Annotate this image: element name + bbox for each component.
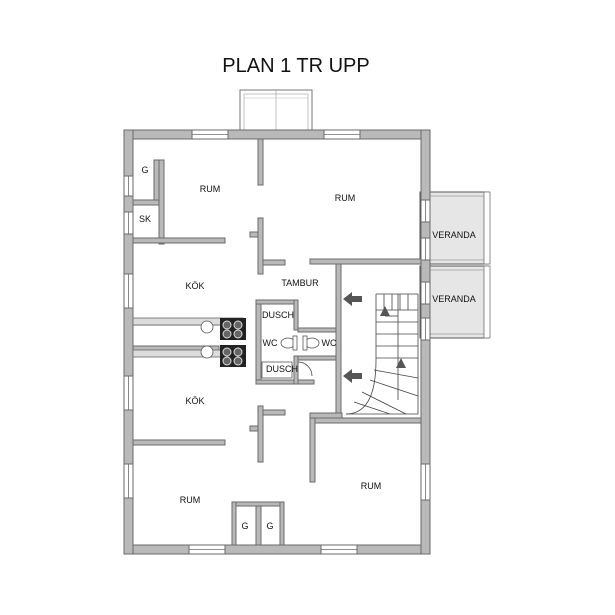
room-sk: SK: [139, 214, 151, 224]
room-rum-top-left: RUM: [200, 184, 221, 194]
room-rum-bottom-right: RUM: [361, 481, 382, 491]
kitchen-lower-counter: [132, 345, 246, 367]
staircase: [345, 293, 419, 415]
room-rum-top-right: RUM: [335, 193, 356, 203]
room-tambur: TAMBUR: [281, 278, 319, 288]
room-veranda-lower: VERANDA: [432, 294, 476, 304]
room-rum-bottom-left: RUM: [180, 495, 201, 505]
veranda-lower: [419, 265, 491, 339]
room-g-top: G: [141, 165, 148, 175]
room-g-bottom-2: G: [266, 521, 273, 531]
windows: [123, 129, 431, 555]
veranda-upper: [419, 191, 491, 265]
room-labels: G SK RUM RUM KÖK TAMBUR DUSCH WC WC DUSC…: [139, 165, 476, 531]
room-g-bottom-1: G: [241, 521, 248, 531]
entry-arrow-lower-icon: [343, 369, 362, 383]
room-kok-lower: KÖK: [185, 396, 204, 406]
room-kok-upper: KÖK: [185, 281, 204, 291]
entrance-arrows: [343, 292, 362, 383]
outer-walls: [123, 129, 431, 555]
room-wc-left: WC: [263, 338, 278, 348]
room-veranda-upper: VERANDA: [432, 230, 476, 240]
entry-arrow-upper-icon: [343, 292, 362, 306]
top-balcony: [239, 89, 313, 131]
room-dusch-lower: DUSCH: [266, 364, 298, 374]
room-dusch-upper: DUSCH: [262, 310, 294, 320]
interior-walls: [132, 138, 422, 546]
room-wc-right: WC: [322, 338, 337, 348]
plan-title: PLAN 1 TR UPP: [222, 55, 369, 77]
bathroom-fixtures: [261, 335, 320, 379]
kitchen-upper-counter: [132, 317, 246, 340]
